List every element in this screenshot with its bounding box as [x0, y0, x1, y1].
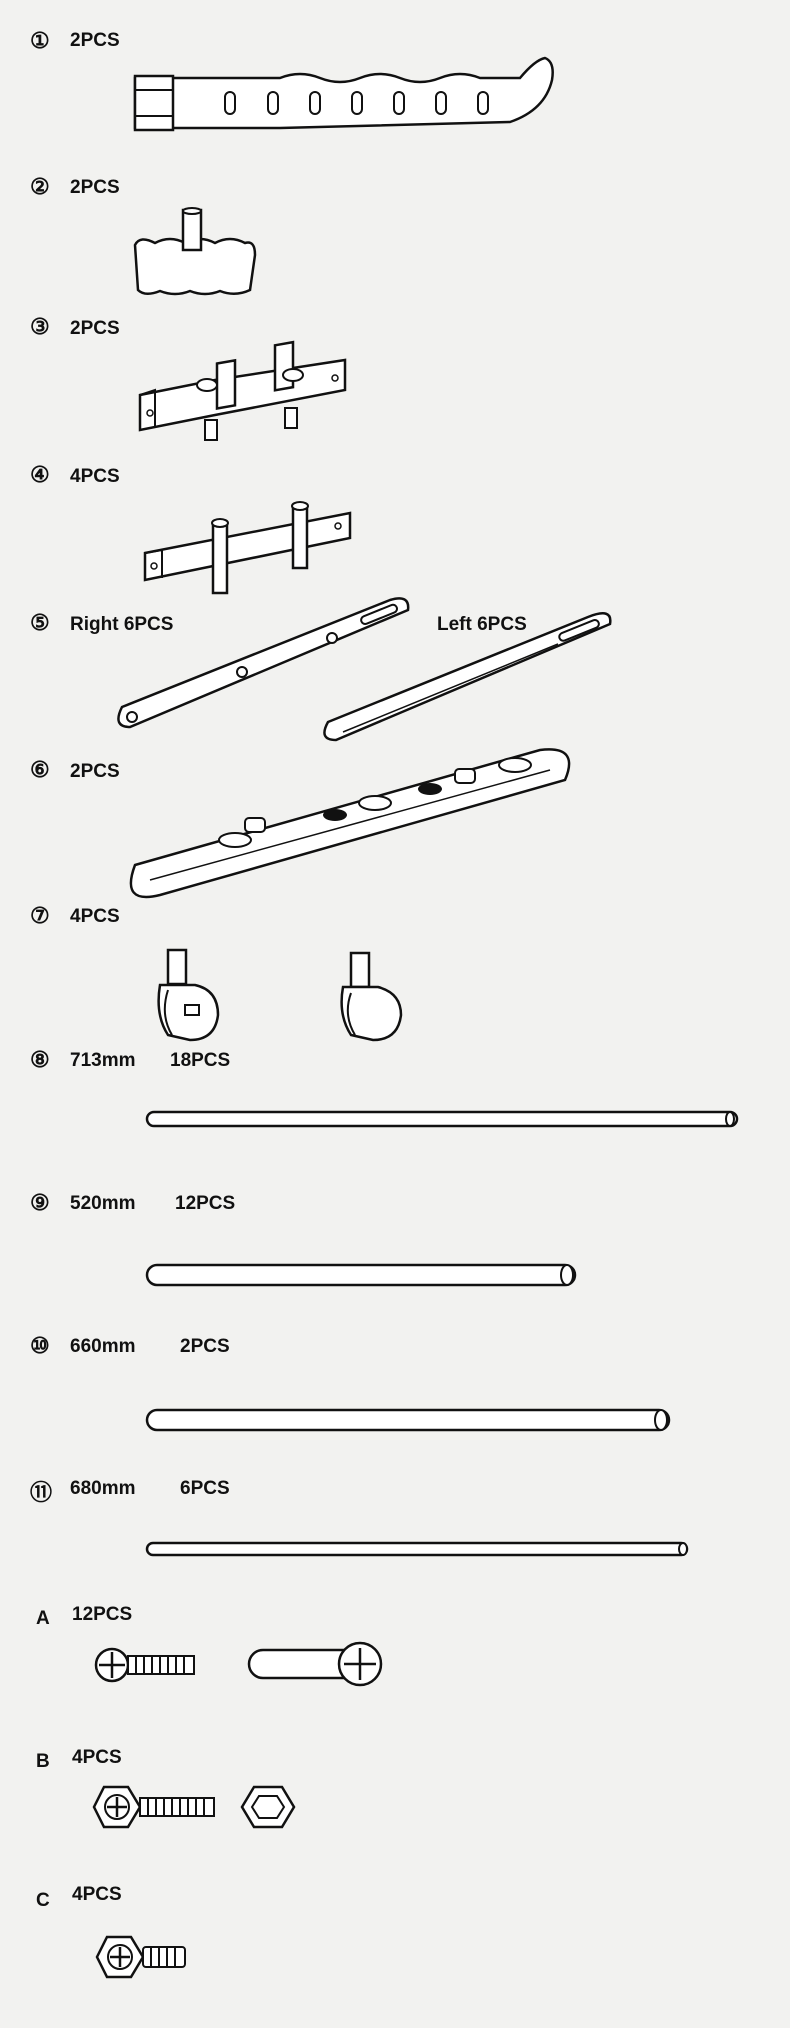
- part-7-wheel-drawing-b: [333, 945, 413, 1045]
- part-1-qty: 2PCS: [70, 30, 120, 51]
- part-3-connector-drawing: [135, 350, 355, 450]
- hardware-c-marker: C: [36, 1890, 50, 1911]
- screw-a-drawing: [92, 1645, 202, 1685]
- part-7-wheel-drawing-a: [150, 945, 230, 1045]
- hardware-b-qty: 4PCS: [72, 1747, 122, 1768]
- part-9-tube-drawing: [145, 1262, 585, 1290]
- part-11-qty: 6PCS: [180, 1478, 230, 1499]
- hex-nut-b-drawing: [240, 1783, 296, 1831]
- part-10-qty: 2PCS: [180, 1336, 230, 1357]
- bolt-b-drawing: [92, 1782, 222, 1832]
- part-5-marker: ⑤: [30, 610, 50, 635]
- part-3-marker: ③: [30, 314, 50, 339]
- part-11-length: 680mm: [70, 1478, 136, 1499]
- part-10-marker: ⑩: [30, 1333, 50, 1358]
- part-8-marker: ⑧: [30, 1047, 50, 1072]
- part-2-marker: ②: [30, 174, 50, 199]
- part-7-marker: ⑦: [30, 903, 50, 928]
- hardware-a-marker: A: [36, 1608, 50, 1629]
- part-4-qty: 4PCS: [70, 466, 120, 487]
- hardware-a-qty: 12PCS: [72, 1604, 133, 1625]
- part-6-qty: 2PCS: [70, 761, 120, 782]
- part-4-marker: ④: [30, 462, 50, 487]
- bolt-c-drawing: [95, 1932, 195, 1982]
- part-8-length: 713mm: [70, 1050, 136, 1071]
- part-1-rail-hook-drawing: [130, 50, 560, 140]
- part-9-length: 520mm: [70, 1193, 136, 1214]
- part-11-tube-drawing: [145, 1540, 695, 1560]
- part-8-qty: 18PCS: [170, 1050, 231, 1071]
- part-5-qty-right: Right 6PCS: [70, 614, 174, 635]
- part-10-length: 660mm: [70, 1336, 136, 1357]
- hardware-b-marker: B: [36, 1751, 50, 1772]
- part-5-left-arm-drawing: [318, 602, 618, 742]
- part-5-qty-left: Left 6PCS: [437, 614, 527, 635]
- part-6-marker: ⑥: [30, 757, 50, 782]
- barrel-nut-a-drawing: [245, 1640, 385, 1690]
- part-5-right-arm-drawing: [110, 592, 410, 732]
- hardware-c-qty: 4PCS: [72, 1884, 122, 1905]
- part-3-qty: 2PCS: [70, 318, 120, 339]
- part-10-tube-drawing: [145, 1407, 675, 1435]
- part-2-qty: 2PCS: [70, 177, 120, 198]
- part-4-connector-drawing: [140, 498, 360, 598]
- part-7-qty: 4PCS: [70, 906, 120, 927]
- part-9-marker: ⑨: [30, 1190, 50, 1215]
- part-6-beam-drawing: [120, 745, 580, 905]
- part-9-qty: 12PCS: [175, 1193, 236, 1214]
- part-8-tube-drawing: [145, 1108, 745, 1132]
- part-11-marker: ⑪: [30, 1480, 53, 1505]
- part-1-marker: ①: [30, 28, 50, 53]
- part-2-foot-drawing: [130, 205, 260, 305]
